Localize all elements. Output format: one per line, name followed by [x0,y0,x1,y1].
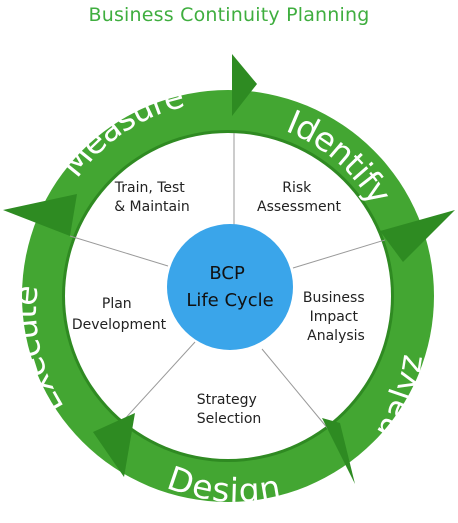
segment-business-impact-analysis: Business Impact Analysis [303,290,369,344]
segment-risk-assessment: Risk Assessment [257,180,341,215]
arrow-left [3,194,77,236]
arrow-right [380,210,455,262]
segment-strategy-selection: Strategy Selection [197,392,262,427]
segment-plan-development: Plan Development [72,296,167,333]
arrow-bottom-left [93,413,135,477]
divider-left [69,235,169,267]
arrow-top [232,54,257,116]
diagram-title: Business Continuity Planning [88,4,370,26]
segment-dividers [69,133,386,434]
segment-train-test-maintain: Train, Test & Maintain [114,180,190,215]
cycle-arrows [3,54,455,484]
divider-bottom-right [261,348,330,431]
arrow-bottom-right [322,418,355,484]
hub-label: BCP Life Cycle [186,263,273,311]
hub-circle [167,224,293,350]
divider-right [292,239,386,269]
